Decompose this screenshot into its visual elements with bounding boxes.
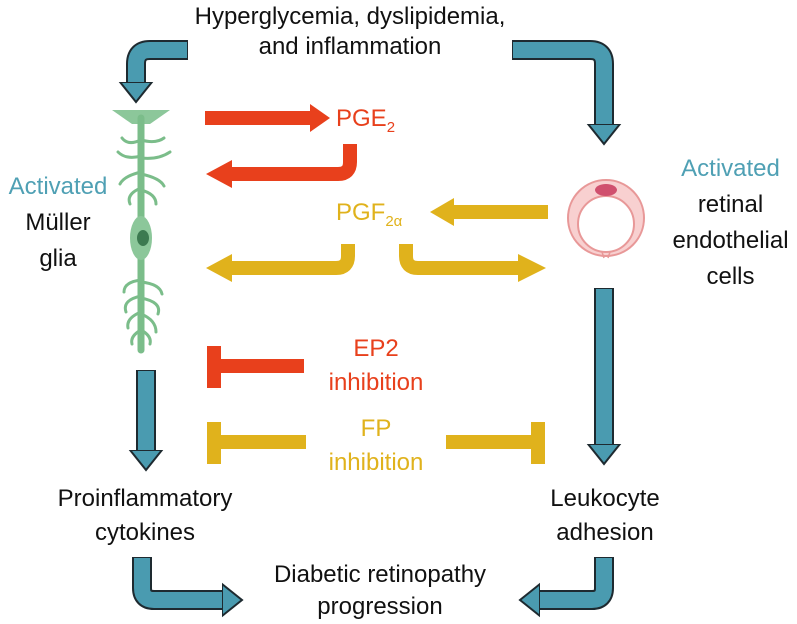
pge2-label: PGE2 (336, 105, 396, 136)
ep2-label-line1: EP2 (353, 335, 399, 362)
arrow-pgf2a-to-endothelial (399, 244, 520, 275)
teal-arrows (134, 42, 612, 600)
top-label-line2: and inflammation (258, 33, 442, 60)
muller-label-line1: Müller (25, 209, 91, 236)
outcome-label-line2: progression (317, 593, 443, 620)
arrow-cytokines-to-outcome (134, 558, 222, 600)
arrow-leukocyte-to-outcome (540, 558, 612, 600)
leukocyte-label-line1: Leukocyte (550, 485, 660, 512)
cytokines-label-line2: cytokines (94, 519, 196, 546)
muller-activated-label: Activated (8, 173, 108, 200)
muller-glia-icon (112, 110, 172, 354)
arrowhead (206, 254, 232, 282)
outcome-label-line1: Diabetic retinopathy (273, 561, 487, 588)
nucleus-icon (137, 230, 149, 246)
fp-inhibition-bars (207, 422, 545, 464)
muller-label-line2: glia (39, 245, 77, 272)
cytokines-label-line1: Proinflammatory (57, 485, 233, 512)
arrow-top-to-muller (136, 42, 187, 82)
endothelial-label-line3: cells (706, 263, 755, 290)
endothelial-label-line1: retinal (697, 191, 764, 218)
arrowhead (430, 198, 454, 226)
ep2-inhibition-bar (207, 346, 304, 388)
fp-label-line2: inhibition (328, 449, 424, 476)
endothelial-activated-label: Activated (681, 155, 780, 182)
ep2-label-line2: inhibition (328, 369, 424, 396)
top-label-line1: Hyperglycemia, dyslipidemia, (194, 3, 506, 30)
leukocyte-label-line2: adhesion (556, 519, 654, 546)
arrowhead (518, 254, 546, 282)
pgf2a-label: PGF2α (336, 199, 403, 230)
endothelial-label-line2: endothelial (672, 227, 789, 254)
arrow-pgf2a-to-glia (230, 244, 355, 275)
pge2-arrows (205, 111, 357, 181)
fp-label-line1: FP (360, 415, 392, 442)
arrowhead (206, 160, 232, 188)
arrowhead (310, 104, 330, 132)
endothelial-cell-icon (567, 179, 645, 259)
pgf2a-arrows (230, 205, 548, 275)
arrow-top-to-endothelial (513, 42, 604, 124)
arrow-pge2-to-glia (230, 144, 357, 181)
